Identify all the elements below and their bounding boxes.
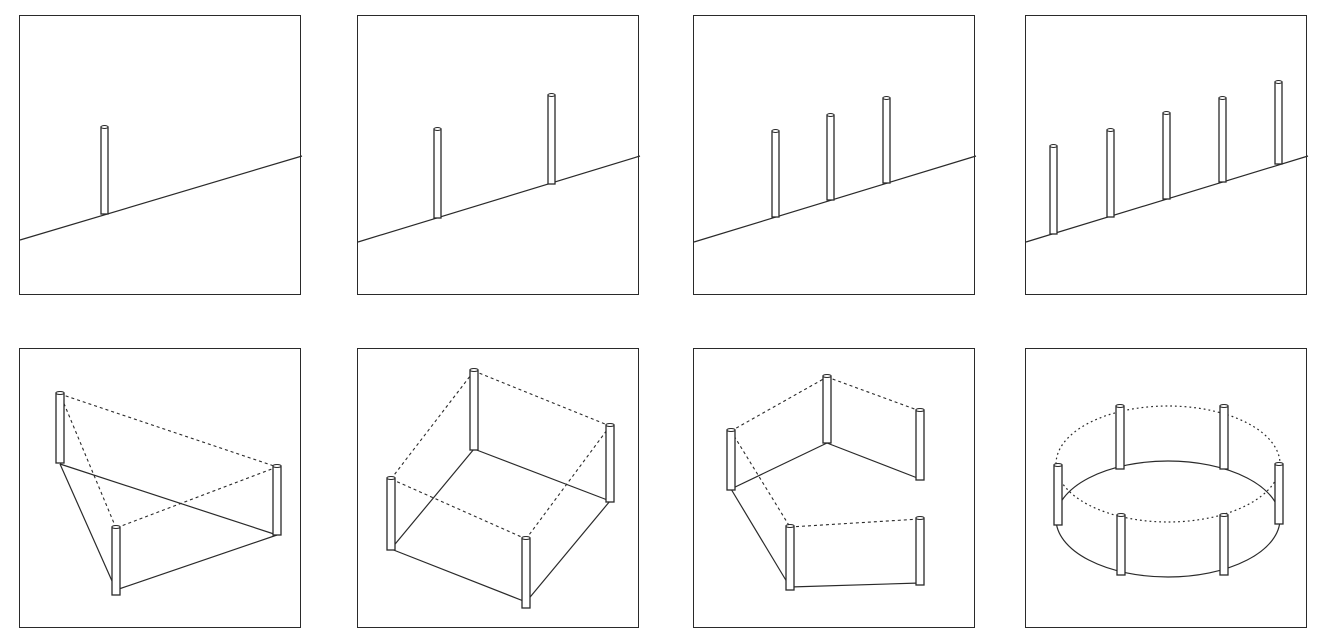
post <box>1274 80 1283 165</box>
post <box>386 476 396 551</box>
panel-two-posts <box>357 15 641 295</box>
post <box>822 374 832 444</box>
post <box>1218 96 1227 183</box>
one-post-drawing <box>19 125 303 241</box>
post <box>1106 128 1115 218</box>
five-posts-drawing <box>1025 80 1309 243</box>
ground-line <box>357 155 641 243</box>
panel-three-posts <box>693 15 977 295</box>
ground-line <box>19 155 303 241</box>
post <box>771 129 780 218</box>
post <box>1219 404 1229 470</box>
post <box>469 368 479 451</box>
post <box>726 428 736 491</box>
panel-rectangle-enclosure <box>357 348 639 628</box>
post <box>111 525 121 596</box>
post <box>521 536 531 609</box>
base-outline <box>730 442 921 588</box>
panel-triangle-enclosure <box>19 348 301 628</box>
post <box>915 408 925 481</box>
panel-pentagon-enclosure <box>693 348 975 628</box>
post <box>1274 462 1284 525</box>
top-outline-dashed <box>390 370 611 540</box>
post <box>433 127 442 219</box>
post <box>100 125 109 215</box>
post <box>55 391 65 464</box>
base-outline <box>390 448 611 603</box>
top-outline-dashed <box>59 393 278 529</box>
post <box>1219 513 1229 576</box>
ellipse-enclosure-drawing <box>1053 404 1284 578</box>
three-posts-drawing <box>693 96 977 243</box>
panel-ellipse-enclosure <box>1025 348 1307 628</box>
panel-one-post <box>19 15 303 295</box>
base-outline <box>1055 460 1281 578</box>
post <box>915 516 925 586</box>
ground-line <box>693 155 977 243</box>
post <box>272 464 282 536</box>
post <box>1162 111 1171 200</box>
base-outline <box>59 463 278 591</box>
top-outline-dashed <box>1055 405 1281 523</box>
post <box>547 93 556 185</box>
top-outline-dashed <box>730 376 921 528</box>
rectangle-enclosure-drawing <box>386 368 615 609</box>
post <box>605 423 615 503</box>
post <box>826 113 835 201</box>
post <box>1053 463 1063 526</box>
two-posts-drawing <box>357 93 641 243</box>
post <box>785 524 795 591</box>
post <box>1116 513 1126 576</box>
post <box>1049 144 1058 235</box>
triangle-enclosure-drawing <box>55 391 282 596</box>
post <box>1115 404 1125 470</box>
post <box>882 96 891 184</box>
pentagon-enclosure-drawing <box>726 374 925 591</box>
panel-five-posts <box>1025 15 1309 295</box>
